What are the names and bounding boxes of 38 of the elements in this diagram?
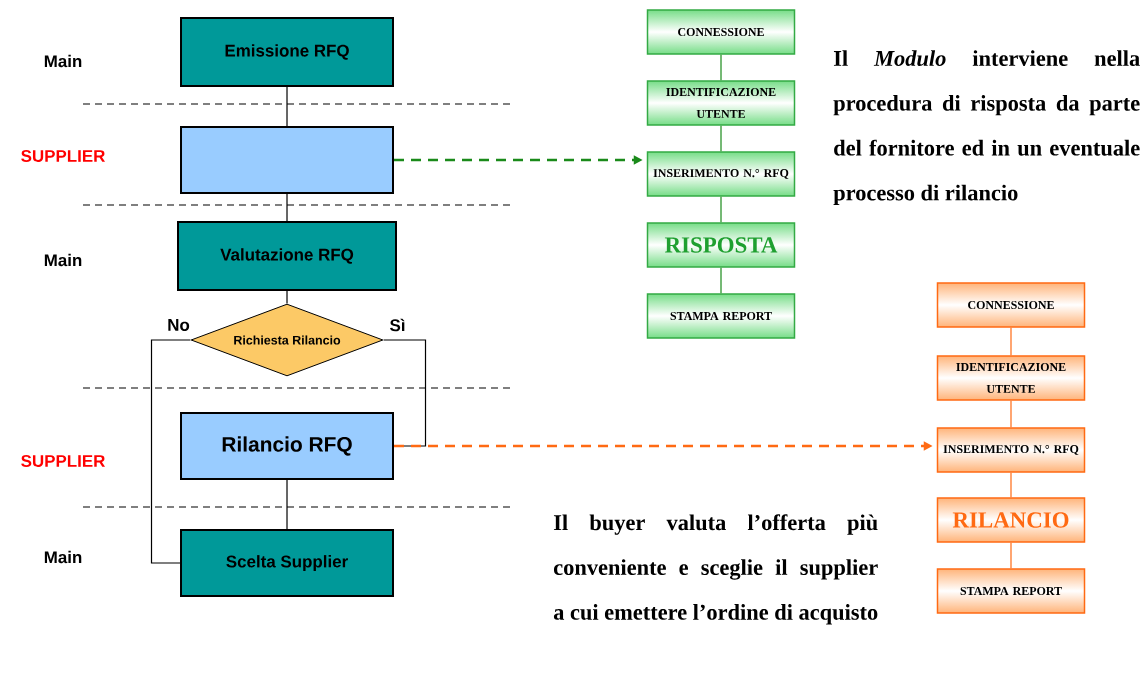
lane-label: Main (44, 253, 82, 267)
connector-line (1010, 542, 1012, 569)
connector-line (720, 196, 722, 223)
connector-line (286, 86, 288, 127)
step-box: STAMPA REPORT (646, 293, 796, 339)
connector-line (720, 125, 722, 152)
step-box: INSERIMENTO N.° RFQ (936, 427, 1086, 473)
process-box: Rilancio RFQ (180, 412, 394, 480)
process-box: Scelta Supplier (180, 529, 394, 597)
process-box: Emissione RFQ (180, 17, 394, 87)
lane-label: SUPPLIER (21, 455, 105, 467)
step-box: IDENTIFICAZIONE UTENTE (936, 355, 1086, 401)
step-box: CONNESSIONE (646, 9, 796, 55)
connector-line (1010, 327, 1012, 356)
lane-label: SUPPLIER (21, 150, 105, 162)
connector-line (286, 290, 288, 305)
connector-line (1010, 400, 1012, 428)
step-box: RILANCIO (936, 497, 1086, 543)
edge-label: Sì (390, 318, 405, 332)
step-box: CONNESSIONE (936, 282, 1086, 328)
step-box: RISPOSTA (646, 222, 796, 268)
edge-label: No (168, 319, 190, 331)
connector-line (382, 339, 427, 447)
process-box: Valutazione RFQ (177, 221, 397, 291)
text-paragraph: Il Modulo interviene nella procedura di risposta da parte del fornitore ed in un eventuale processo di rilancio (833, 50, 1140, 205)
connector-line (720, 267, 722, 294)
lane-label: Main (44, 550, 82, 564)
connector-line (150, 339, 192, 564)
step-box: INSERIMENTO N.° RFQ (646, 151, 796, 197)
connector-line (1010, 472, 1012, 498)
text-paragraph: Il buyer valuta l’offerta più conveniente e sceglie il supplier a cui emettere l’ordine di acquisto (553, 514, 878, 625)
connector-line (286, 193, 288, 222)
connector-line (720, 54, 722, 81)
connector-line (286, 479, 288, 530)
process-box (180, 126, 394, 194)
lane-label: Main (44, 54, 82, 68)
step-box: STAMPA REPORT (936, 568, 1086, 614)
step-box: IDENTIFICAZIONE UTENTE (646, 80, 796, 126)
